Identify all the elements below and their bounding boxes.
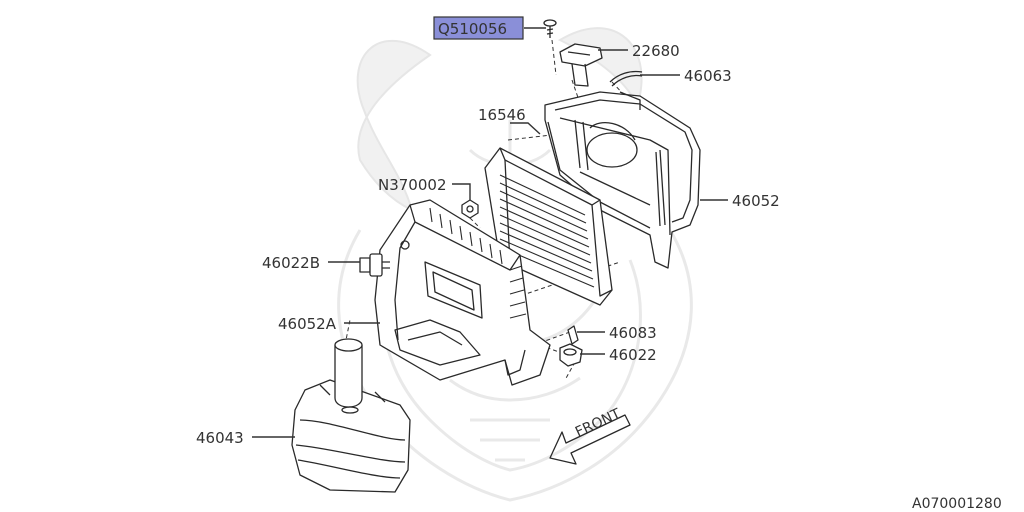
- front-label: FRONT: [573, 406, 624, 441]
- callout-lines: [252, 27, 728, 438]
- mass-airflow-sensor: [559, 43, 603, 87]
- label-46083: 46083: [609, 324, 657, 342]
- label-46022b: 46022B: [262, 254, 320, 272]
- label-q510056[interactable]: Q510056: [438, 20, 507, 38]
- label-16546: 16546: [478, 106, 526, 124]
- label-46022: 46022: [609, 346, 657, 364]
- diagram-code: A070001280: [912, 496, 1002, 512]
- label-22680: 22680: [632, 42, 680, 60]
- highlighted-part-box[interactable]: [433, 16, 524, 40]
- pin-46083: [567, 325, 579, 345]
- label-46052: 46052: [732, 192, 780, 210]
- lower-air-cleaner-case: [374, 199, 551, 386]
- grommet-46022: [559, 343, 583, 367]
- clip-46063: [609, 70, 643, 87]
- label-n370002: N370002: [378, 176, 446, 194]
- label-46052a: 46052A: [278, 315, 337, 333]
- bolt-q510056: [543, 19, 557, 38]
- grommet-46022b: [359, 253, 390, 277]
- nut-n370002: [461, 199, 479, 219]
- part-labels: Q510056 22680 46063 16546 N370002 46052 …: [196, 16, 1002, 512]
- label-46043: 46043: [196, 429, 244, 447]
- label-46063: 46063: [684, 67, 732, 85]
- resonator-chamber: [291, 338, 411, 493]
- front-direction-arrow: FRONT: [549, 406, 631, 465]
